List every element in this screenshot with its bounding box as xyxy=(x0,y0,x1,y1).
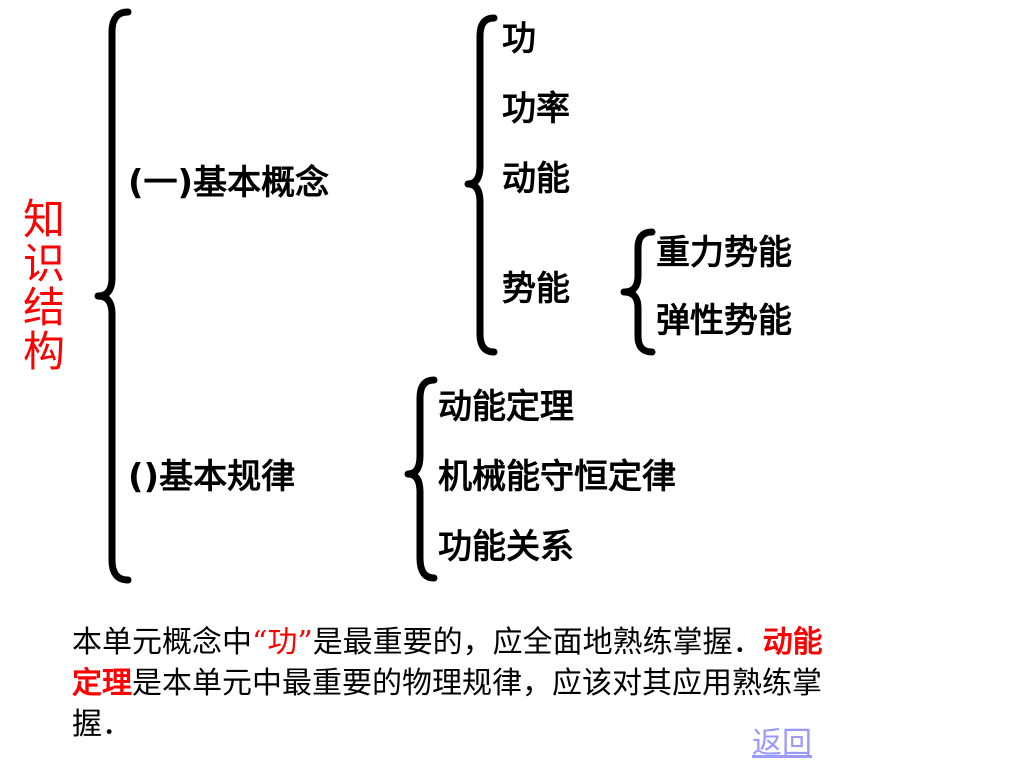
summary-highlight: 动能 xyxy=(762,625,823,660)
basic-laws-label: ()基本规律 xyxy=(128,457,296,497)
summary-text: 是本单元中最重要的物理规律，应该对其应用熟练掌 xyxy=(132,666,822,701)
summary-text: 本单元概念中 xyxy=(72,625,252,660)
laws-brace xyxy=(404,376,438,582)
summary-text: 握． xyxy=(72,707,132,742)
potential-item-gravitational: 重力势能 xyxy=(656,233,792,273)
potential-energy-label: 势能 xyxy=(502,269,570,309)
title-char: 构 xyxy=(22,327,65,376)
law-item-work-energy-theorem: 动能定理 xyxy=(438,387,574,427)
root-brace xyxy=(94,8,132,584)
potential-item-elastic: 弹性势能 xyxy=(656,301,792,341)
summary-text: 是最重要的，应全面地熟练掌握． xyxy=(312,625,763,660)
knowledge-structure-title: 知 识 结 构 xyxy=(20,198,68,374)
summary-paragraph: 本单元概念中“功”是最重要的，应全面地熟练掌握．动能定理是本单元中最重要的物理规… xyxy=(72,622,964,745)
law-item-conservation: 机械能守恒定律 xyxy=(438,457,676,497)
basic-concepts-label: (一)基本概念 xyxy=(128,163,330,203)
concepts-brace xyxy=(464,14,498,356)
title-char: 结 xyxy=(22,283,65,332)
concept-item-power: 功率 xyxy=(502,89,570,129)
concept-item-work: 功 xyxy=(502,19,536,59)
title-char: 识 xyxy=(22,239,65,288)
potential-brace xyxy=(620,228,656,356)
law-item-work-energy-relation: 功能关系 xyxy=(438,527,574,567)
summary-quote: “功” xyxy=(252,625,313,660)
back-link[interactable]: 返回 xyxy=(752,726,812,761)
concept-item-kinetic-energy: 动能 xyxy=(502,159,570,199)
title-char: 知 xyxy=(22,195,65,244)
summary-highlight: 定理 xyxy=(72,666,132,701)
